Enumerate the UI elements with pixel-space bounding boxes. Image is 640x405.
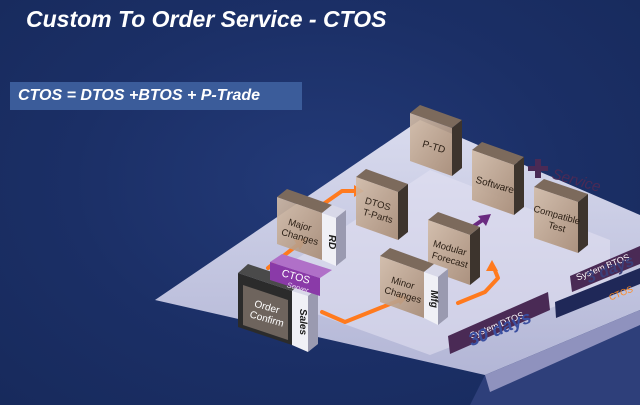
block-major-changes: Major Changes RD [277,189,346,266]
arrow-major-to-dtos [320,189,359,207]
system-btos-strip [570,246,640,292]
system-dtos-strip [448,292,550,354]
block-ptd: P-TD [410,105,462,176]
slide-title: Custom To Order Service - CTOS [26,6,387,32]
ctos-server-box: CTOS Server [270,254,332,296]
arrow-order-to-minor [320,298,402,324]
rd-tag: RD [326,235,337,249]
block-dtos-tparts: DTOS T-Parts [356,169,408,240]
formula-banner: CTOS = DTOS +BTOS + P-Trade [10,82,302,110]
sales-tag: Sales [297,309,308,336]
arrow-head-forecast [486,260,498,271]
block-software: Software [472,142,524,215]
arrow-minor-to-forecast [456,266,500,305]
mfg-tag: Mfg [428,290,439,308]
ctos-edge-strip [555,268,640,318]
block-minor-changes: Minor Changes Mfg [380,248,448,325]
compatible-test-line2: Test [547,220,567,235]
block-compatible-test: Compatible Test [532,179,588,253]
